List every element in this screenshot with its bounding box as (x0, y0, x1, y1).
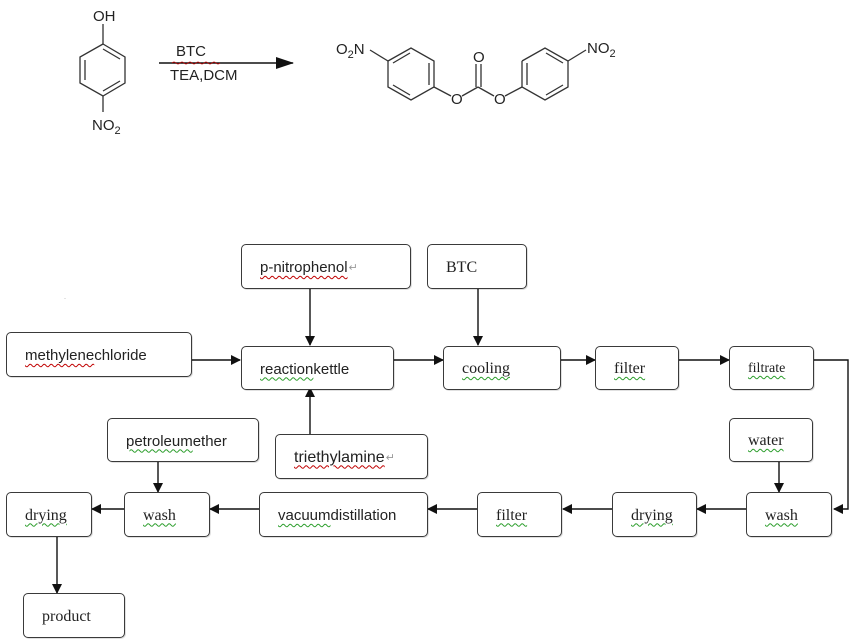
node-product[interactable]: product (23, 593, 125, 638)
reactant-no2-label: NO2 (92, 117, 121, 137)
node-wash-2[interactable]: wash (124, 492, 210, 537)
node-drying-1[interactable]: drying (612, 492, 697, 537)
node-label: filter (614, 360, 646, 377)
node-label: filter (496, 506, 528, 524)
node-triethylamine[interactable]: triethylamine↵ (275, 434, 428, 479)
node-methylene-chloride[interactable]: methylene chloride (6, 332, 192, 377)
node-wash-1[interactable]: wash (746, 492, 832, 537)
node-water[interactable]: water (729, 418, 813, 462)
condition-reagent: BTC (176, 43, 206, 60)
node-label: drying (631, 506, 673, 524)
node-reaction-kettle[interactable]: reaction kettle (241, 346, 394, 390)
ester-oxygen-left-label: O (451, 91, 463, 108)
stray-mark: - (64, 296, 66, 302)
ester-oxygen-right-label: O (494, 91, 506, 108)
node-label-part: chloride (94, 347, 147, 364)
node-filtrate[interactable]: filtrate (729, 346, 814, 390)
paragraph-mark-icon: ↵ (348, 262, 358, 274)
node-btc[interactable]: BTC (427, 244, 527, 289)
product-structure (369, 47, 587, 101)
spellcheck-squiggle (171, 61, 221, 65)
paragraph-mark-icon: ↵ (385, 452, 395, 464)
reactant-structure (79, 24, 126, 112)
node-label: drying (25, 506, 67, 524)
node-label-part: vacuum (278, 507, 331, 524)
node-vacuum-distillation[interactable]: vacuum distillation (259, 492, 428, 537)
node-label-part: reaction (260, 360, 314, 378)
node-label-part: methylene (25, 347, 95, 364)
node-label: p-nitrophenol (260, 259, 348, 276)
node-label: BTC (446, 258, 478, 276)
reactant-oh-label: OH (93, 8, 116, 25)
node-cooling[interactable]: cooling (443, 346, 561, 390)
node-label: triethylamine (294, 448, 385, 466)
node-label: wash (765, 506, 798, 524)
edge-filtrate-to-wash (814, 359, 849, 514)
node-label: product (42, 607, 91, 625)
product-left-nitro-label: O2N (336, 41, 365, 61)
node-label: wash (143, 506, 176, 524)
node-petroleum-ether[interactable]: petroleum ether (107, 418, 259, 462)
node-filter-2[interactable]: filter (477, 492, 562, 537)
node-label: filtrate (748, 361, 786, 376)
node-p-nitrophenol[interactable]: p-nitrophenol↵ (241, 244, 411, 289)
node-label-part: petroleum (126, 432, 193, 450)
condition-solvent-base: TEA,DCM (170, 67, 238, 84)
node-label: cooling (462, 360, 510, 377)
product-right-nitro-label: NO2 (587, 40, 616, 60)
node-label: water (748, 432, 784, 449)
node-drying-2[interactable]: drying (6, 492, 92, 537)
node-label-part: distillation (330, 507, 397, 524)
node-filter-1[interactable]: filter (595, 346, 679, 390)
node-label-part: kettle (313, 360, 350, 378)
carbonyl-oxygen-label: O (473, 49, 485, 66)
node-label-part: ether (192, 432, 227, 450)
